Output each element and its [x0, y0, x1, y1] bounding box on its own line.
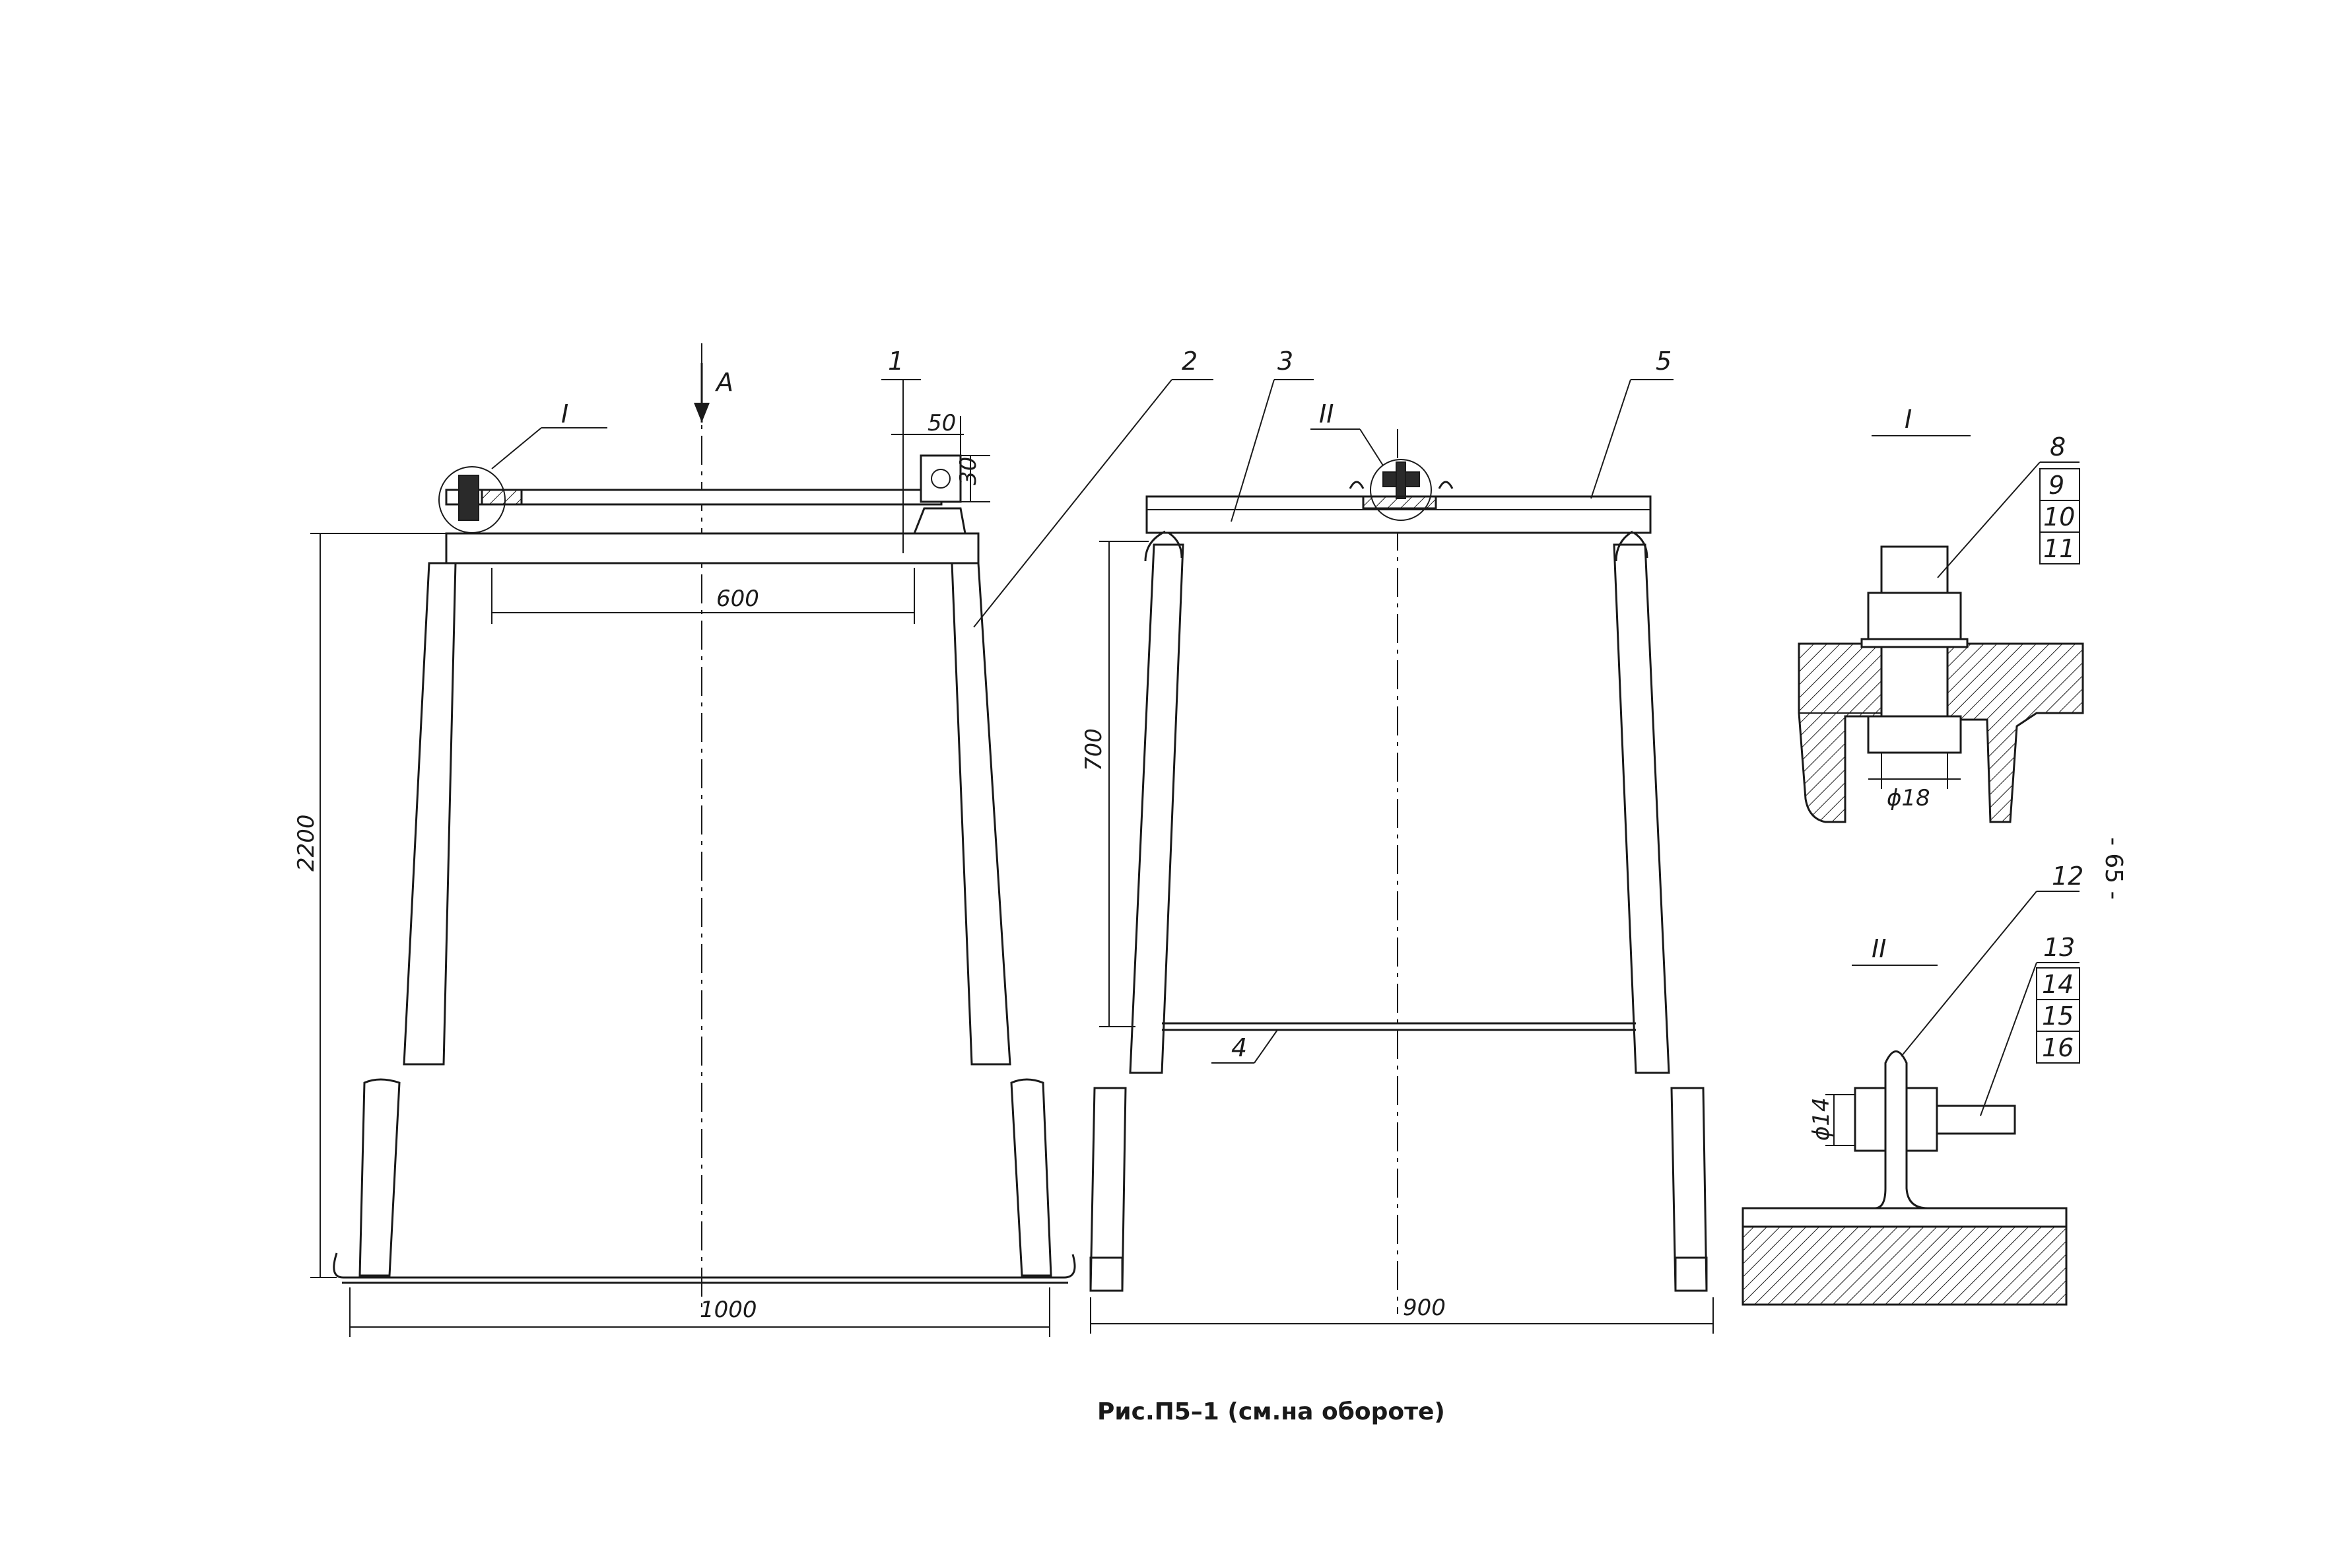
- node-II-plate: [1362, 495, 1437, 510]
- dim-900: 900: [1403, 1295, 1446, 1321]
- dim-700: 700: [1081, 728, 1107, 771]
- detail-I-bolt-dim: ϕ18: [1887, 785, 1930, 811]
- label-part-4: 4: [1231, 1033, 1247, 1062]
- dim-50: 50: [928, 410, 956, 436]
- detail-II-leader-13: [1980, 962, 2037, 1116]
- detail-I-label-9: 9: [2048, 471, 2064, 500]
- right-leg-lower: [1010, 1078, 1052, 1277]
- label-part-3: 3: [1277, 347, 1293, 376]
- right-leg-upper: [951, 562, 1011, 1066]
- node-I-bolt: [458, 475, 479, 521]
- label-part-1: 1: [888, 347, 904, 376]
- label-node-II: II: [1319, 399, 1334, 428]
- detail-II-leader-12: [1901, 891, 2037, 1057]
- detail-II-title: II: [1872, 934, 1886, 963]
- leader-part-2: [973, 379, 1172, 628]
- dim-1000: 1000: [700, 1297, 757, 1323]
- detail-I-leader: [1937, 461, 2041, 578]
- side-right-leg-lower: [1670, 1087, 1708, 1292]
- node-I-plate: [481, 489, 523, 506]
- side-view: II 3 5 4 700 900: [1081, 347, 1714, 1334]
- detail-I-nut-bottom: [1867, 715, 1962, 754]
- plate-hole: [931, 469, 951, 489]
- leader-node-II: [1359, 428, 1384, 466]
- detail-II-base: [1742, 1225, 2068, 1306]
- leader-part-5: [1590, 379, 1631, 499]
- detail-II-label-14: 14: [2042, 970, 2074, 999]
- side-right-leg-upper: [1613, 543, 1670, 1074]
- detail-II-label-13: 13: [2043, 933, 2075, 962]
- detail-I-nut-top: [1867, 592, 1962, 640]
- detail-I: I ϕ18 8 9 10 11: [1798, 405, 2084, 823]
- dim-2200: 2200: [293, 814, 320, 871]
- detail-II-bolt-dim: ϕ14: [1808, 1097, 1835, 1141]
- detail-II-base-plate: [1742, 1207, 2068, 1228]
- leader-part-4: [1254, 1029, 1278, 1064]
- label-part-5: 5: [1656, 347, 1672, 376]
- detail-I-right-flange: [1943, 642, 2084, 823]
- side-left-leg-lower: [1089, 1087, 1127, 1292]
- detail-I-label-10: 10: [2043, 502, 2075, 531]
- node-II-circle: [1370, 459, 1432, 521]
- detail-II-nut-left: [1854, 1087, 1887, 1152]
- detail-II-label-12: 12: [2052, 862, 2083, 891]
- leader-node-I: [491, 427, 542, 469]
- detail-I-bolt-end: [1880, 545, 1949, 594]
- detail-I-label-11: 11: [2043, 534, 2075, 563]
- plate-detail: [920, 454, 962, 503]
- detail-I-bolt-shank: [1880, 646, 1949, 718]
- page-number: - 65 -: [2100, 837, 2127, 900]
- left-leg-lower: [358, 1078, 401, 1277]
- detail-I-title: I: [1905, 405, 1912, 434]
- foot-bar: [333, 1252, 1076, 1279]
- detail-II: II ϕ14 12 13 14 15 16: [1742, 862, 2083, 1306]
- front-view: A I 1 2 600 50: [293, 343, 1213, 1337]
- label-part-2: 2: [1182, 347, 1198, 376]
- detail-II-nut-right: [1905, 1087, 1938, 1152]
- label-node-I: I: [561, 399, 568, 428]
- detail-II-fin: [1874, 1050, 1928, 1210]
- dim-30: 30: [955, 457, 982, 485]
- dim-600: 600: [716, 586, 759, 612]
- section-arrow-label: A: [714, 368, 733, 397]
- detail-I-left-flange: [1798, 642, 1889, 823]
- top-channel: [913, 507, 966, 534]
- detail-II-bolt-shank: [1936, 1105, 2016, 1135]
- figure-caption: Рис.П5–1 (см.на обороте): [1097, 1398, 1445, 1425]
- cross-beam: [445, 532, 980, 564]
- side-left-leg-upper: [1129, 543, 1184, 1074]
- detail-I-label-8: 8: [2050, 432, 2066, 461]
- left-leg-upper: [403, 562, 457, 1066]
- leader-part-3: [1231, 379, 1275, 522]
- detail-II-label-15: 15: [2042, 1002, 2074, 1031]
- detail-II-label-16: 16: [2042, 1033, 2074, 1062]
